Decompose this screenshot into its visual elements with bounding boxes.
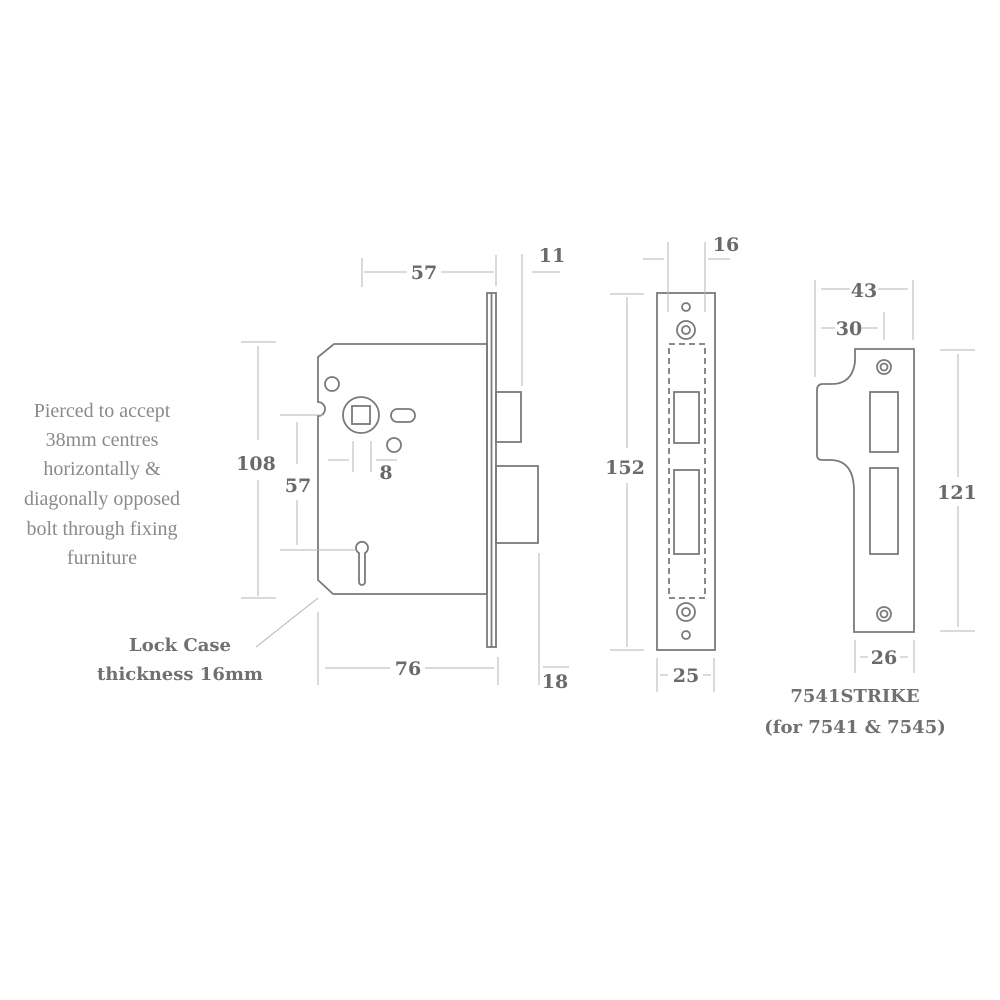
countersunk-screw-hole bbox=[676, 602, 696, 622]
strike-outline bbox=[816, 348, 915, 633]
lock-body-view: 57 11 108 57 8 76 18 Pi bbox=[24, 245, 569, 693]
dim-case-width: 76 bbox=[395, 658, 421, 680]
latch-opening bbox=[673, 391, 700, 444]
svg-text:38mm centres: 38mm centres bbox=[46, 429, 159, 451]
svg-text:(for 7541 & 7545): (for 7541 & 7545) bbox=[764, 717, 946, 738]
follower-hub bbox=[342, 396, 380, 434]
forend-front-view: 16 152 25 bbox=[605, 234, 739, 692]
fixing-slot bbox=[390, 408, 416, 423]
lock-case-outline bbox=[317, 343, 488, 595]
svg-text:Lock Case: Lock Case bbox=[129, 635, 231, 656]
fixing-hole bbox=[324, 376, 340, 392]
svg-text:furniture: furniture bbox=[67, 547, 137, 569]
fixing-hole bbox=[386, 437, 402, 453]
dim-forend-height: 152 bbox=[605, 457, 645, 479]
strike-screw-hole-inner bbox=[879, 609, 889, 619]
strike-screw-hole bbox=[876, 359, 892, 375]
dim-centres: 57 bbox=[285, 475, 311, 497]
strike-bolt-opening bbox=[869, 467, 899, 555]
screw-hole bbox=[681, 630, 691, 640]
dim-forend-thickness: 16 bbox=[713, 234, 739, 256]
svg-text:thickness 16mm: thickness 16mm bbox=[97, 664, 263, 685]
dim-forend-offset: 18 bbox=[542, 671, 568, 693]
dim-bolt-projection: 11 bbox=[539, 245, 565, 267]
countersunk-screw-hole bbox=[676, 320, 696, 340]
strike-screw-hole bbox=[876, 606, 892, 622]
svg-text:Pierced to accept: Pierced to accept bbox=[34, 400, 171, 422]
dim-backset: 57 bbox=[411, 262, 437, 284]
dim-forend-width: 25 bbox=[673, 665, 699, 687]
countersunk-screw-hole-inner bbox=[681, 325, 691, 335]
strike-screw-hole-inner bbox=[879, 362, 889, 372]
strike-plate-view: 43 30 121 26 7541STRIKE (for 7541 & 7545… bbox=[764, 280, 977, 738]
case-outline-dashed bbox=[668, 343, 706, 599]
latch-bolt bbox=[495, 391, 522, 443]
screw-hole bbox=[681, 302, 691, 312]
strike-title: 7541STRIKE (for 7541 & 7545) bbox=[764, 686, 946, 738]
dim-strike-plate-width: 26 bbox=[871, 647, 897, 669]
svg-text:horizontally &: horizontally & bbox=[43, 458, 161, 480]
dim-follower: 8 bbox=[379, 462, 392, 484]
strike-latch-opening bbox=[869, 391, 899, 453]
dim-strike-lip-width: 30 bbox=[836, 318, 862, 340]
keyhole bbox=[355, 540, 369, 586]
countersunk-screw-hole-inner bbox=[681, 607, 691, 617]
piercing-note: Pierced to accept 38mm centres horizonta… bbox=[24, 400, 180, 569]
dim-strike-height: 121 bbox=[937, 482, 977, 504]
svg-text:diagonally opposed: diagonally opposed bbox=[24, 488, 180, 510]
forend-outline bbox=[656, 292, 716, 651]
svg-text:7541STRIKE: 7541STRIKE bbox=[790, 686, 919, 707]
lock-case-label: Lock Case thickness 16mm bbox=[97, 635, 263, 685]
dim-strike-overall-width: 43 bbox=[851, 280, 877, 302]
dead-bolt bbox=[495, 465, 539, 544]
svg-text:bolt through fixing: bolt through fixing bbox=[26, 518, 177, 540]
dim-case-height: 108 bbox=[236, 453, 276, 475]
follower-square bbox=[351, 405, 371, 425]
bolt-opening bbox=[673, 469, 700, 555]
